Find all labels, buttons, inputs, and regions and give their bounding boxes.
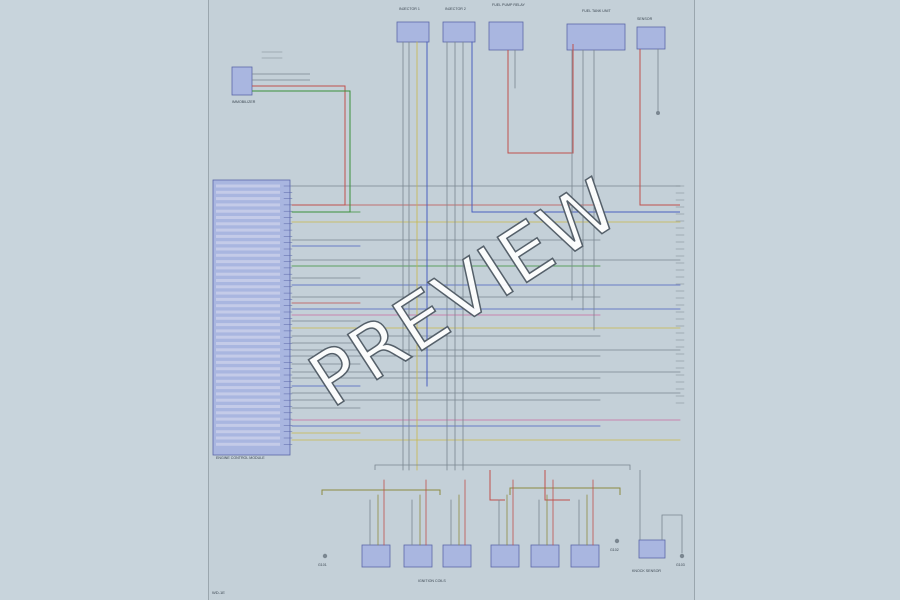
ecm-pin-label <box>216 247 280 251</box>
ground-symbol <box>614 538 620 544</box>
ecm-pin-label <box>216 253 280 257</box>
ignition-coil <box>530 544 560 568</box>
ecm-pin-label <box>216 323 280 327</box>
immobilizer-label: IMMOBILIZER <box>232 100 256 104</box>
injector-1 <box>396 21 430 43</box>
ecm-pin-label <box>216 405 280 408</box>
ecm-pin-label <box>216 297 280 301</box>
ecm-pin-label <box>216 436 280 440</box>
relay-wire-red <box>507 44 574 154</box>
ignition-coil <box>403 544 433 568</box>
immobilizer-wire-red <box>252 85 346 206</box>
knock-sensor-label: KNOCK SENSOR <box>632 569 661 573</box>
ecm-pin-label <box>216 398 280 402</box>
ecm-pin-label <box>216 216 280 219</box>
fuel-tank-unit <box>566 23 626 51</box>
injector-2 <box>442 21 476 43</box>
ground-symbol <box>679 553 685 559</box>
ecm-pin-label <box>216 310 280 314</box>
ecm-pin-label <box>216 241 280 245</box>
top-component-label: SENSOR <box>637 17 653 21</box>
ignition-coils-label: IGNITION COILS <box>418 579 446 583</box>
ecm-pin-label <box>216 348 280 352</box>
ecm-pin-label <box>216 379 280 383</box>
top-component-label: INJECTOR 1 <box>399 7 420 11</box>
ecm-pin-label <box>216 304 280 308</box>
ecm-pin-label <box>216 234 280 238</box>
harness-olive <box>321 489 441 495</box>
ecm-pin-label <box>216 392 280 396</box>
ecm-pin-label <box>216 279 280 282</box>
harness-olive <box>509 487 621 495</box>
ecm-pin-label <box>216 417 280 421</box>
ecm-pin-label <box>216 184 280 188</box>
ecm-pin-label <box>216 342 280 345</box>
immobilizer-connector <box>231 66 253 96</box>
ecm-pin-label <box>216 222 280 226</box>
ecm-pin-label <box>216 329 280 333</box>
ecm-pin-label <box>216 285 280 289</box>
ignition-coil <box>490 544 520 568</box>
ecm-pin-label <box>216 367 280 371</box>
ecm-pin-label <box>216 373 280 377</box>
page-code: WD-1E <box>212 590 225 595</box>
ecm-pin-label <box>216 260 280 264</box>
ecm-pin-label <box>216 430 280 434</box>
top-component-label: INJECTOR 2 <box>445 7 466 11</box>
top-component-label: FUEL TANK UNIT <box>582 9 611 13</box>
harness-red <box>489 470 505 501</box>
ecm-pin-label <box>216 228 280 232</box>
ground-label: G101 <box>318 563 327 567</box>
fuel-pump-relay <box>488 21 524 51</box>
ignition-coil <box>570 544 600 568</box>
ground-label: G102 <box>610 548 619 552</box>
ecm-pin-label <box>216 411 280 415</box>
ground-symbol <box>656 111 660 115</box>
ecm-pin-label <box>216 266 280 270</box>
ecm-pin-label <box>216 335 280 339</box>
ignition-coil <box>442 544 472 568</box>
ecm-pin-label <box>216 442 280 446</box>
ignition-coil <box>361 544 391 568</box>
top-component-label: FUEL PUMP RELAY <box>492 3 525 7</box>
ecm-pin-label <box>216 423 280 427</box>
harness-bus <box>374 464 631 470</box>
ecm-pin-label <box>216 272 280 276</box>
immobilizer-wire-green <box>252 90 351 213</box>
ecm-pin-label <box>216 354 280 358</box>
ecm-pin-label <box>216 190 280 194</box>
ecm-pin-label <box>216 197 280 201</box>
sensor-box <box>636 26 666 50</box>
harness-red <box>544 470 570 501</box>
ecm-pin-label <box>216 291 280 295</box>
ecm-pin-label <box>216 203 280 207</box>
sensor-wire-red <box>639 49 680 206</box>
ecm-label: ENGINE CONTROL MODULE <box>216 456 265 460</box>
ecm-pin-label <box>216 386 280 390</box>
knock-wire <box>661 514 683 553</box>
ecm-pin-label <box>216 360 280 364</box>
ground-symbol <box>322 553 328 559</box>
knock-sensor <box>638 539 666 559</box>
ecm-pin-label <box>216 209 280 213</box>
ecm-pin-label <box>216 316 280 320</box>
ground-label: G103 <box>676 563 685 567</box>
